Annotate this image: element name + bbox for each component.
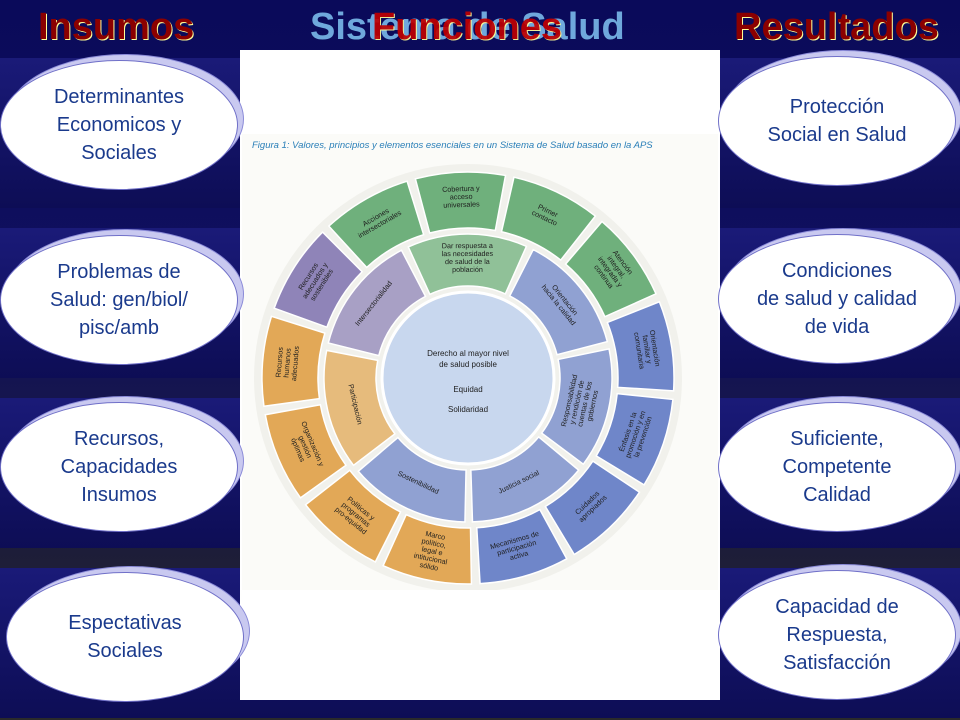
outer-ring-segment — [264, 403, 348, 499]
middle-ring-segment — [323, 349, 396, 467]
oval-label: Determinantes Economicos y Sociales — [53, 86, 185, 164]
center-circle — [380, 290, 556, 466]
oval-label: Suficiente, Competente Calidad — [782, 428, 892, 506]
outer-ring-segment — [500, 176, 597, 262]
outer-ring-segment — [382, 513, 473, 585]
oval-condiciones-de-salud: Condiciones de salud y calidad de vida — [718, 228, 960, 364]
figure-caption: Figura 1: Valores, principios y elemento… — [252, 140, 653, 151]
outer-ring-label: Marcopolítico,legal eintitucionalsólido — [411, 527, 453, 574]
oval-label: Condiciones de salud y calidad de vida — [756, 260, 918, 338]
aps-figure: Figura 1: Valores, principios y elemento… — [242, 134, 718, 590]
title-funciones: Funciones — [372, 6, 563, 48]
title-resultados: Resultados — [734, 6, 939, 48]
middle-ring-segment — [470, 435, 580, 523]
oval-label: Recursos, Capacidades Insumos — [60, 428, 178, 506]
oval-determinantes: Determinantes Economicos y Sociales — [0, 54, 244, 190]
middle-ring-segment — [540, 348, 613, 466]
oval-recursos: Recursos, Capacidades Insumos — [0, 396, 244, 532]
outer-ring-segment — [327, 180, 425, 269]
outer-ring-segment — [475, 508, 568, 585]
outer-ring-segment — [564, 220, 658, 318]
oval-label: Capacidad de Respuesta, Satisfacción — [775, 596, 899, 674]
outer-ring-label: Atenciónintegral,integrada ycontinua — [590, 245, 638, 293]
title-sistema-de-salud: Sistema de Salud — [310, 6, 625, 48]
outer-ring-segment — [595, 392, 674, 486]
title-insumos: Insumos — [38, 6, 195, 48]
middle-ring-segment — [508, 248, 609, 356]
oval-label: Protección Social en Salud — [767, 96, 907, 146]
outer-ring-segment — [414, 171, 507, 234]
outer-ring-label: Orientaciónfamiliar ycomunitaria — [632, 329, 662, 370]
middle-ring-segment — [327, 249, 427, 357]
outer-ring-label: Recursoshumanosadecuados — [273, 344, 301, 382]
oval-problemas-de-salud: Problemas de Salud: gen/biol/ pisc/amb — [0, 229, 244, 365]
outer-ring-segment — [273, 231, 364, 329]
oval-label: Problemas de Salud: gen/biol/ pisc/amb — [50, 261, 188, 339]
center-label: Equidad — [453, 385, 482, 394]
oval-proteccion-social: Protección Social en Salud — [718, 50, 960, 186]
center-label: Solidaridad — [448, 405, 488, 414]
middle-ring-segment — [357, 436, 467, 523]
oval-espectativas: Espectativas Sociales — [6, 566, 250, 702]
oval-label: Espectativas Sociales — [68, 612, 182, 662]
center-label: Derecho al mayor nivel — [427, 349, 509, 358]
outer-ring-segment — [544, 460, 641, 556]
outer-ring-label: Cobertura yaccesouniversales — [442, 183, 481, 209]
oval-suficiente-competente: Suficiente, Competente Calidad — [718, 396, 960, 532]
outer-ring-segment — [606, 300, 675, 392]
outer-ring-segment — [261, 315, 326, 408]
middle-ring-segment — [407, 233, 528, 296]
center-label: de salud posible — [439, 360, 497, 369]
outer-ring-segment — [304, 469, 402, 563]
oval-capacidad-de-respuesta: Capacidad de Respuesta, Satisfacción — [718, 564, 960, 700]
